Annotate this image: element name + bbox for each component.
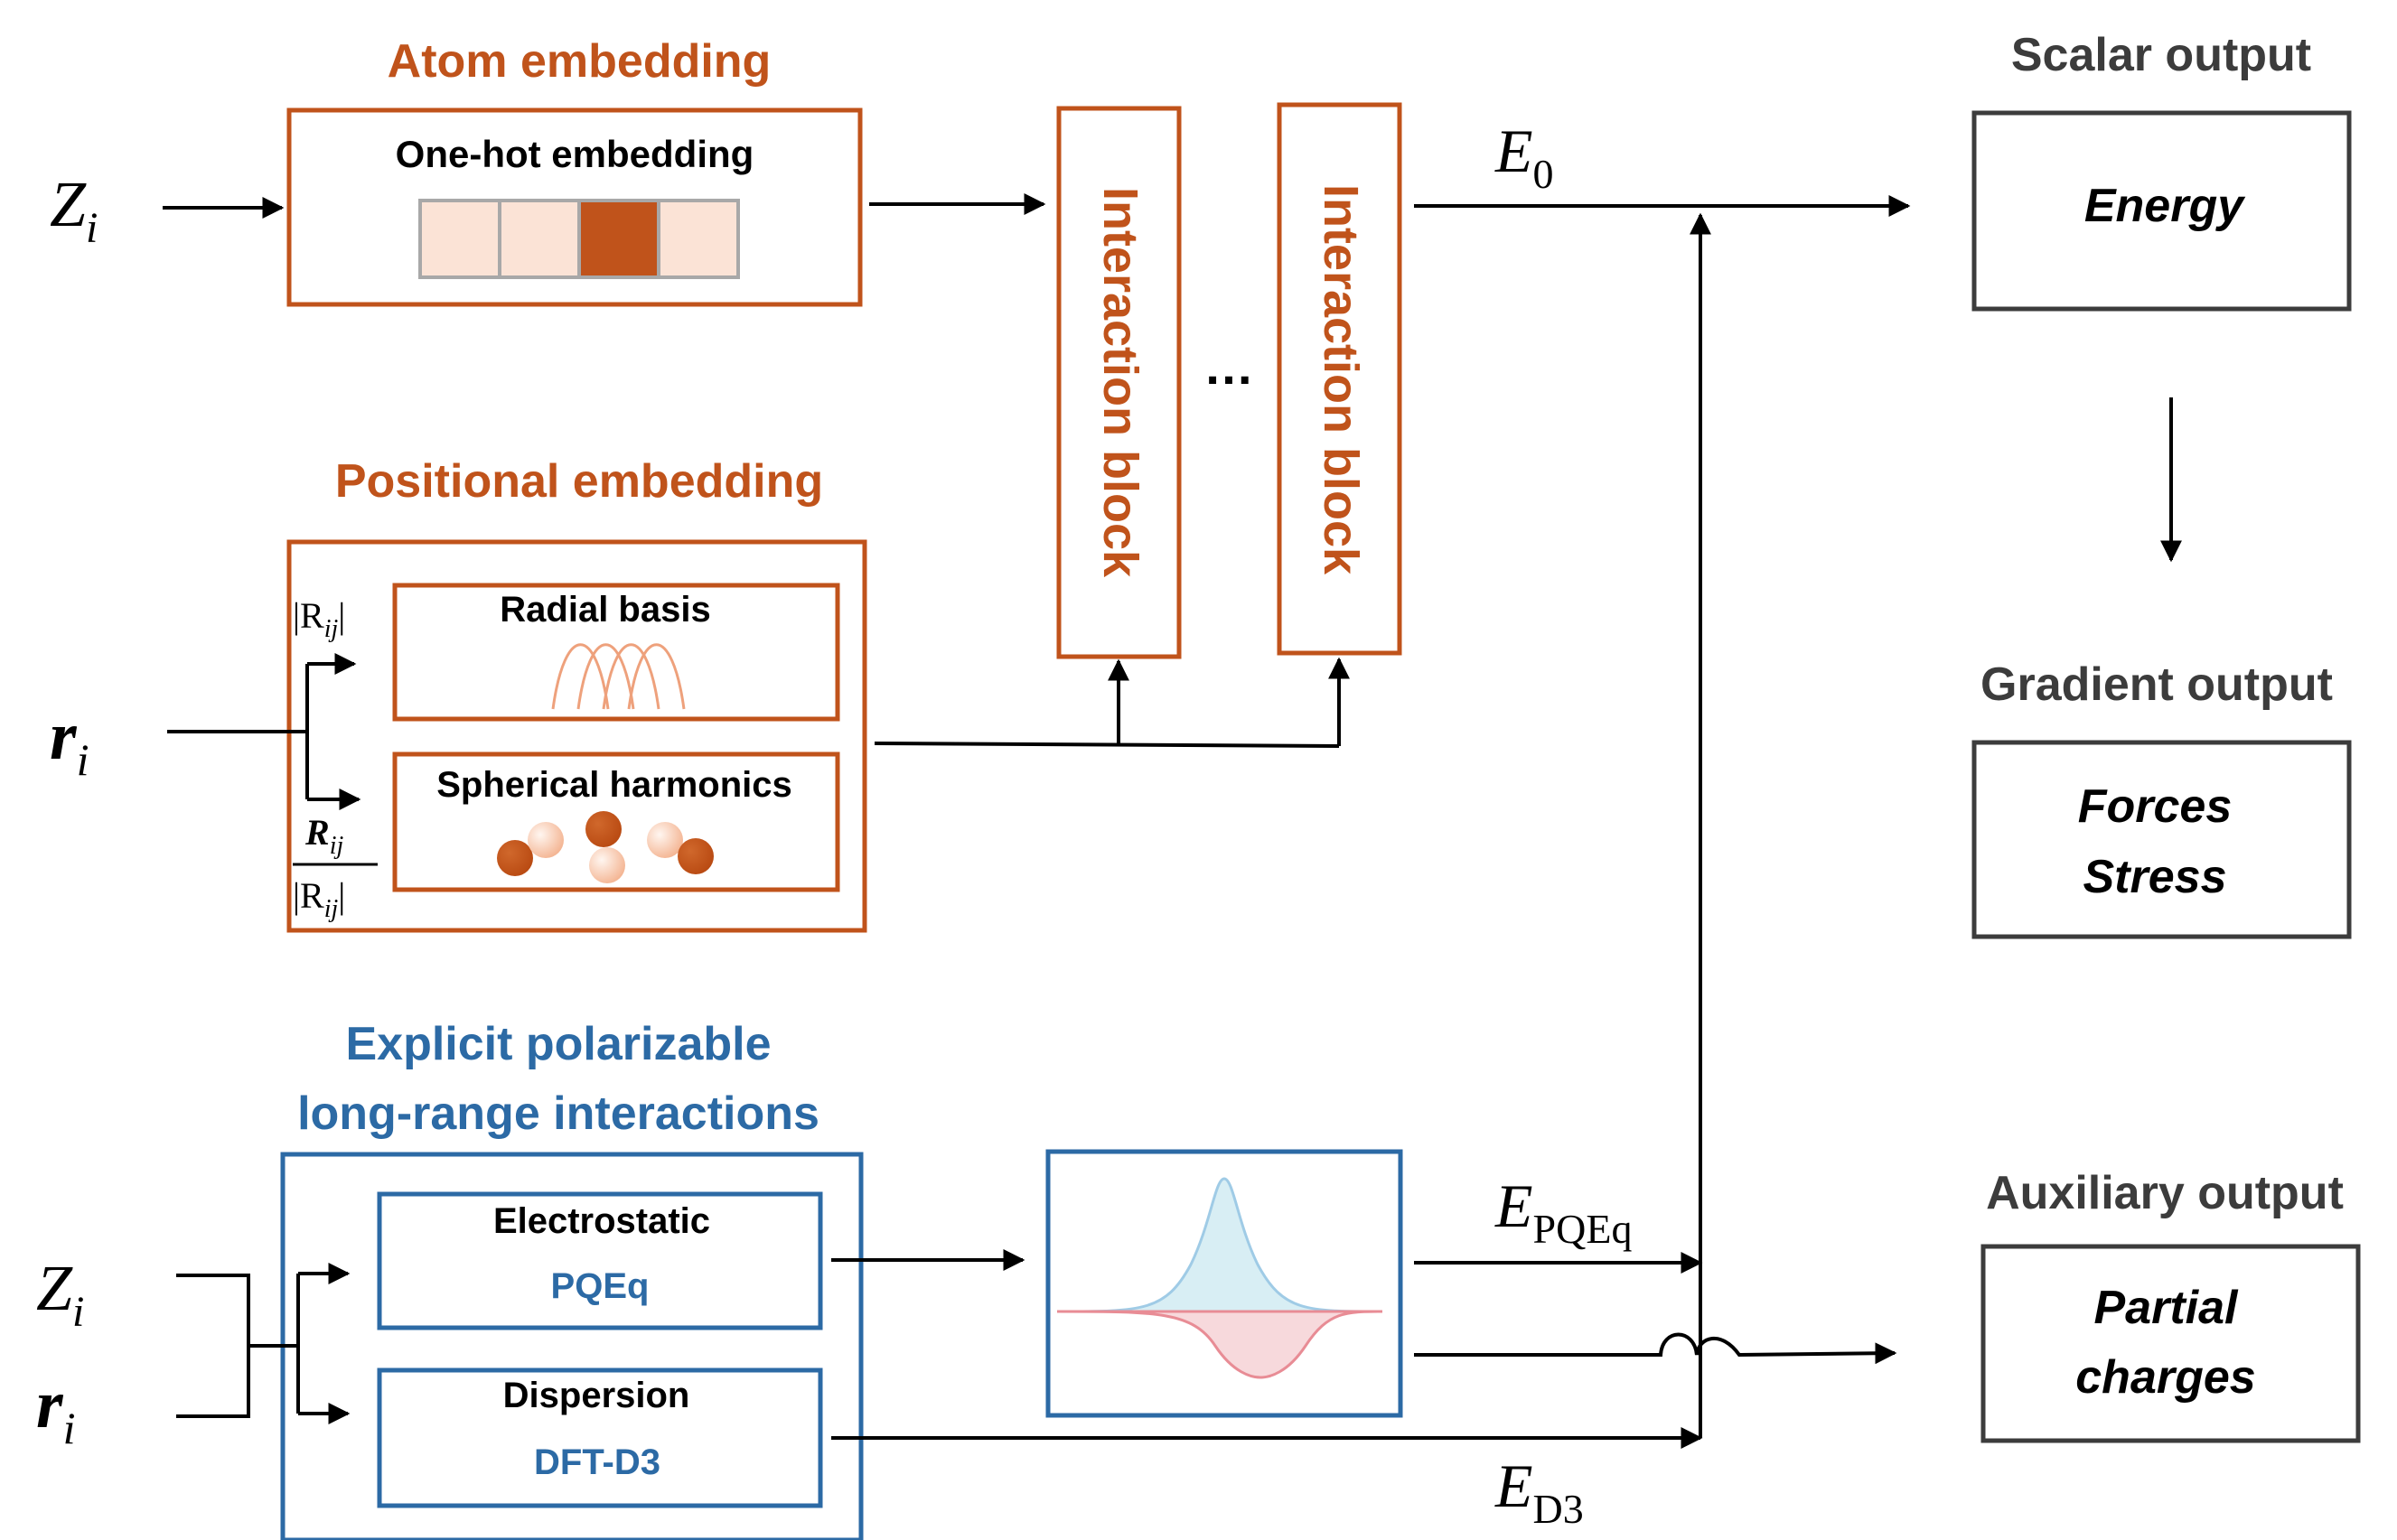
auxiliary-output-title: Auxiliary output [1986, 1167, 2344, 1219]
interaction-block-2 [1277, 102, 1402, 656]
scalar-output-energy: Energy [2084, 180, 2246, 232]
input-r-bottom: ri [36, 1367, 75, 1453]
interaction-block-2-label: Interaction block [1314, 184, 1368, 575]
dispersion-label: Dispersion [503, 1376, 690, 1415]
interaction-block-1 [1056, 106, 1182, 659]
spherical-harmonics-balls [497, 811, 714, 883]
one-hot-label: One-hot embedding [396, 133, 754, 175]
gradient-output-forces: Forces [2078, 780, 2233, 833]
spherical-harmonics-label: Spherical harmonics [436, 765, 791, 805]
spherical-harmonics-box [392, 751, 840, 892]
long-range-title-1: Explicit polarizable [345, 1018, 771, 1070]
arrow-to-partial-charges [1414, 1332, 1897, 1365]
auxiliary-output-charges: charges [2075, 1351, 2255, 1404]
atom-embedding-title: Atom embedding [388, 35, 772, 88]
long-range-input-merge [176, 1274, 300, 1418]
auxiliary-output-box [1980, 1244, 2361, 1443]
rij-unit-denominator: |Rij| [293, 875, 345, 923]
one-hot-vector [418, 199, 740, 279]
charge-distribution-box [1045, 1149, 1403, 1418]
charge-distribution-curve [1056, 1177, 1383, 1379]
dispersion-box [377, 1367, 823, 1508]
radial-basis-label: Radial basis [500, 590, 710, 630]
scalar-output-title: Scalar output [2011, 29, 2311, 81]
scalar-output-box [1971, 110, 2352, 312]
auxiliary-output-partial: Partial [2094, 1282, 2240, 1334]
input-z-bottom: Zi [36, 1252, 84, 1336]
gradient-output-stress: Stress [2083, 851, 2227, 903]
gradient-output-title: Gradient output [1980, 658, 2333, 711]
input-z-top: Zi [50, 168, 98, 252]
rij-unit-numerator: Rij [304, 812, 343, 860]
interaction-ellipsis: … [1203, 338, 1254, 395]
interaction-block-1-label: Interaction block [1093, 187, 1147, 578]
radial-basis-curves [551, 643, 686, 710]
electrostatic-box [377, 1191, 823, 1330]
ed3-label: ED3 [1494, 1451, 1584, 1532]
dispersion-method: DFT-D3 [534, 1442, 660, 1482]
e0-label: E0 [1494, 117, 1554, 197]
radial-basis-box [392, 583, 840, 722]
input-r-mid: ri [50, 698, 89, 785]
positional-embedding-box [286, 539, 867, 933]
atom-embedding-box [286, 107, 863, 307]
positional-embedding-title: Positional embedding [335, 455, 823, 508]
electrostatic-method: PQEq [551, 1266, 650, 1306]
rij-magnitude-label: |Rij| [293, 595, 345, 643]
epqeq-label: EPQEq [1494, 1171, 1632, 1252]
positional-to-blocks-connector [874, 742, 1340, 748]
electrostatic-label: Electrostatic [493, 1201, 710, 1241]
gradient-output-box [1971, 740, 2352, 939]
long-range-title-2: long-range interactions [297, 1087, 819, 1140]
